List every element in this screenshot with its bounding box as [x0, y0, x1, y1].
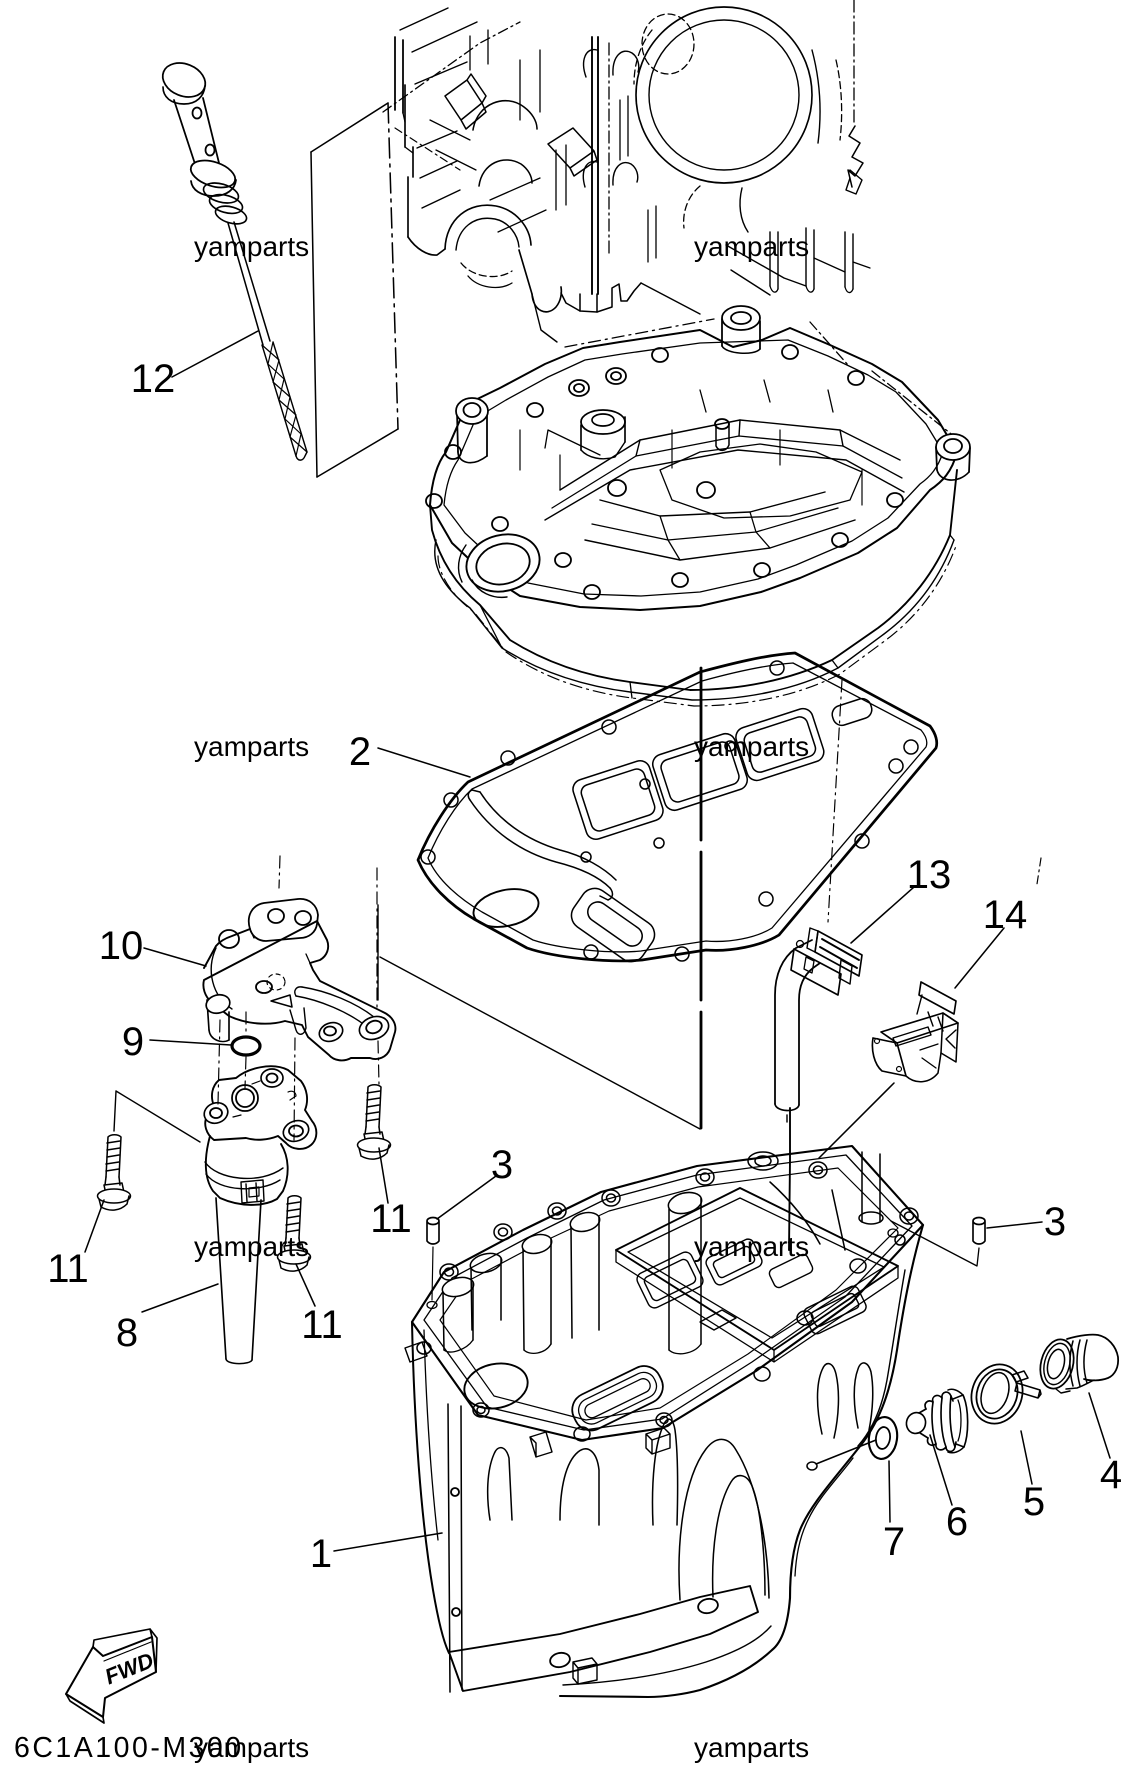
svg-text:11: 11	[370, 1197, 412, 1241]
svg-text:13: 13	[907, 853, 952, 897]
svg-text:1: 1	[310, 1532, 332, 1576]
svg-text:3: 3	[491, 1143, 513, 1187]
svg-text:6C1A100-M300: 6C1A100-M300	[14, 1732, 244, 1764]
svg-text:6: 6	[946, 1500, 968, 1544]
svg-text:11: 11	[47, 1247, 89, 1291]
svg-text:yamparts: yamparts	[694, 1231, 809, 1262]
svg-text:yamparts: yamparts	[194, 731, 309, 762]
svg-text:9: 9	[122, 1020, 144, 1064]
svg-text:5: 5	[1023, 1480, 1045, 1524]
svg-text:10: 10	[99, 924, 144, 968]
svg-text:8: 8	[116, 1311, 138, 1355]
svg-text:2: 2	[349, 730, 371, 774]
svg-text:yamparts: yamparts	[694, 731, 809, 762]
svg-text:14: 14	[983, 893, 1028, 937]
svg-text:12: 12	[131, 357, 176, 401]
svg-text:3: 3	[1044, 1200, 1066, 1244]
svg-text:11: 11	[301, 1303, 343, 1347]
svg-text:4: 4	[1100, 1453, 1122, 1497]
svg-text:yamparts: yamparts	[194, 1231, 309, 1262]
svg-text:yamparts: yamparts	[694, 1732, 809, 1763]
svg-text:7: 7	[883, 1520, 905, 1564]
svg-text:yamparts: yamparts	[194, 1732, 309, 1763]
svg-text:yamparts: yamparts	[694, 231, 809, 262]
svg-text:yamparts: yamparts	[194, 231, 309, 262]
